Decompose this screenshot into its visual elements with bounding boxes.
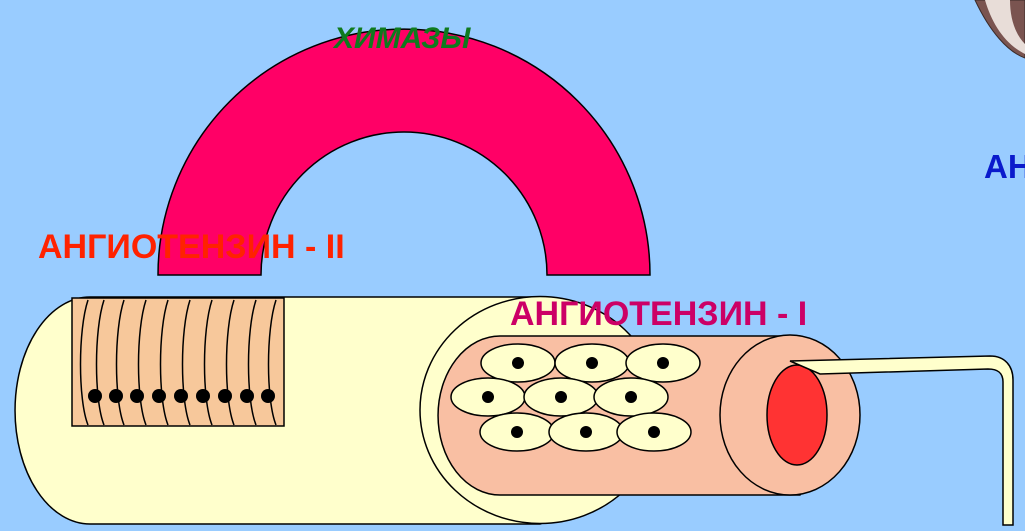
cell-nucleus <box>657 357 669 369</box>
ring-nucleus <box>174 389 188 403</box>
chymase-label: ХИМАЗЫ <box>334 24 470 54</box>
cell-nucleus <box>586 357 598 369</box>
ring-nucleus <box>88 389 102 403</box>
ring-nucleus <box>109 389 123 403</box>
ring-nucleus <box>240 389 254 403</box>
partial-label-right: АН <box>984 150 1025 183</box>
cell-nucleus <box>512 357 524 369</box>
ring-nucleus <box>130 389 144 403</box>
cell-nucleus <box>482 391 494 403</box>
cell-nucleus <box>648 426 660 438</box>
ring-nucleus <box>196 389 210 403</box>
ring-nucleus <box>152 389 166 403</box>
ring-nucleus <box>261 389 275 403</box>
cell-nucleus <box>625 391 637 403</box>
ring-nucleus <box>218 389 232 403</box>
cell-nucleus <box>511 426 523 438</box>
angiotensin-1-label: АНГИОТЕНЗИН - I <box>510 297 807 331</box>
ring-nuclei <box>88 389 275 403</box>
vessel-lumen <box>767 365 827 465</box>
angiotensin-2-label: АНГИОТЕНЗИН - II <box>38 230 345 264</box>
muscle-ring-bands <box>72 298 284 426</box>
cell-nucleus <box>555 391 567 403</box>
cell-nucleus <box>580 426 592 438</box>
